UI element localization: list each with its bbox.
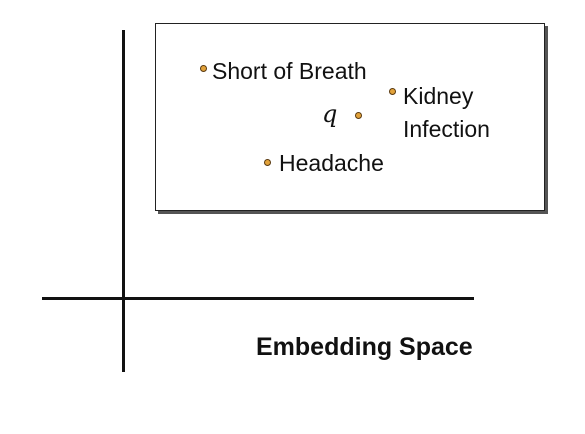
- y-axis-line: [122, 30, 125, 372]
- point-kidney-infection: [389, 88, 396, 95]
- point-short-of-breath: [200, 65, 207, 72]
- query-label: q: [322, 100, 338, 128]
- label-kidney-infection-line1: Kidney: [403, 83, 474, 109]
- embedding-space-title: Embedding Space: [256, 333, 473, 361]
- label-short-of-breath: Short of Breath: [212, 58, 367, 84]
- neighborhood-box: [155, 23, 545, 211]
- label-headache: Headache: [279, 150, 384, 176]
- x-axis-line: [42, 297, 474, 300]
- label-kidney-infection-line2: Infection: [403, 116, 490, 142]
- point-headache: [264, 159, 271, 166]
- point-query: [355, 112, 362, 119]
